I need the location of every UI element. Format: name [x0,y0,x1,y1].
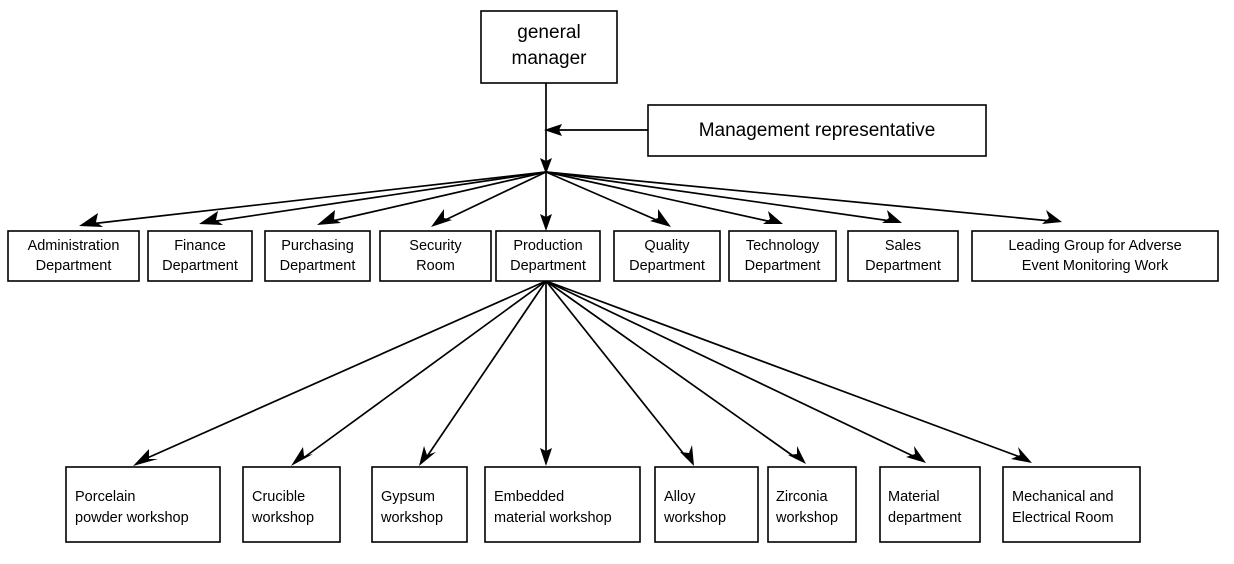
node-workshop-crucible[interactable]: Crucible workshop [242,466,341,543]
workshop-label-line1: Alloy [664,489,696,505]
workshop-label-line2: workshop [663,510,726,526]
department-label-line1: Leading Group for Adverse [1008,238,1181,254]
department-label-line2: Department [162,258,238,274]
department-label-line1: Security [409,238,462,254]
workshop-label-line2: powder workshop [75,510,189,526]
edge-general-manager-to-hub [540,83,552,174]
department-label-line1: Administration [28,238,120,254]
edge-management-representative-to-trunk [544,124,648,136]
node-management-representative[interactable]: Management representative [647,104,987,157]
arrowhead-icon [544,124,562,136]
arrowhead-icon [650,209,671,227]
node-department-purchasing[interactable]: Purchasing Department [264,230,371,282]
department-label-line2: Event Monitoring Work [1022,258,1169,274]
node-workshop-material-department[interactable]: Material department [879,466,981,543]
workshop-label-line1: Mechanical and [1012,489,1114,505]
node-department-quality[interactable]: Quality Department [613,230,721,282]
workshop-label-line1: Porcelain [75,489,135,505]
node-workshop-alloy[interactable]: Alloy workshop [654,466,759,543]
arrowhead-icon [431,209,452,227]
node-department-leading-group[interactable]: Leading Group for Adverse Event Monitori… [971,230,1219,282]
workshop-label-line2: Electrical Room [1012,510,1114,526]
arrowhead-icon [788,446,806,464]
arrowhead-icon [882,210,902,223]
node-workshop-gypsum[interactable]: Gypsum workshop [371,466,468,543]
workshop-label-line1: Crucible [252,489,305,505]
department-label-line2: Department [745,258,821,274]
general-manager-label-line2: manager [512,48,588,69]
department-label-line2: Department [510,258,586,274]
department-label-line1: Purchasing [281,238,354,254]
arrowhead-icon [1042,210,1062,224]
arrowhead-icon [1011,447,1032,463]
arrowhead-icon [540,214,552,231]
node-workshop-porcelain-powder[interactable]: Porcelain powder workshop [65,466,221,543]
node-department-administration[interactable]: Administration Department [7,230,140,282]
arrowhead-icon [419,446,436,466]
node-department-finance[interactable]: Finance Department [147,230,253,282]
arrowhead-icon [680,445,694,466]
department-label-line2: Department [629,258,705,274]
department-label-line2: Department [280,258,356,274]
edges-hub-to-departments [79,171,1062,231]
workshop-label-line1: Zirconia [776,489,829,505]
arrowhead-icon [906,446,926,463]
general-manager-label-line1: general [517,22,580,43]
department-label-line2: Room [416,258,455,274]
node-workshop-zirconia[interactable]: Zirconia workshop [767,466,857,543]
arrowhead-icon [540,448,552,466]
department-label-line2: Department [36,258,112,274]
department-label-line1: Production [513,238,582,254]
node-department-security-room[interactable]: Security Room [379,230,492,282]
workshop-label-line2: material workshop [494,510,612,526]
node-department-production[interactable]: Production Department [495,230,601,282]
node-workshop-mechanical-electrical-room[interactable]: Mechanical and Electrical Room [1002,466,1141,543]
edges-production-to-workshops [133,280,1032,466]
node-department-technology[interactable]: Technology Department [728,230,837,282]
workshop-label-line2: workshop [380,510,443,526]
arrowhead-icon [199,211,223,225]
arrowhead-icon [79,213,103,227]
arrowhead-icon [291,447,313,466]
department-label-line1: Technology [746,238,820,254]
workshop-label-line2: workshop [251,510,314,526]
workshop-label-line1: Gypsum [381,489,435,505]
arrowhead-icon [133,449,158,466]
arrowhead-icon [763,211,783,224]
node-department-sales[interactable]: Sales Department [847,230,959,282]
department-label-line2: Department [865,258,941,274]
department-label-line1: Finance [174,238,226,254]
department-label-line1: Quality [644,238,690,254]
workshop-label-line1: Embedded [494,489,564,505]
workshop-label-line1: Material [888,489,940,505]
department-label-line1: Sales [885,238,921,254]
arrowhead-icon [317,210,341,225]
workshop-label-line2: department [888,510,961,526]
arrowhead-icon [540,158,552,174]
workshop-label-line2: workshop [775,510,838,526]
management-representative-label: Management representative [699,120,936,141]
node-general-manager[interactable]: general manager [480,10,618,84]
node-workshop-embedded-material[interactable]: Embedded material workshop [484,466,641,543]
